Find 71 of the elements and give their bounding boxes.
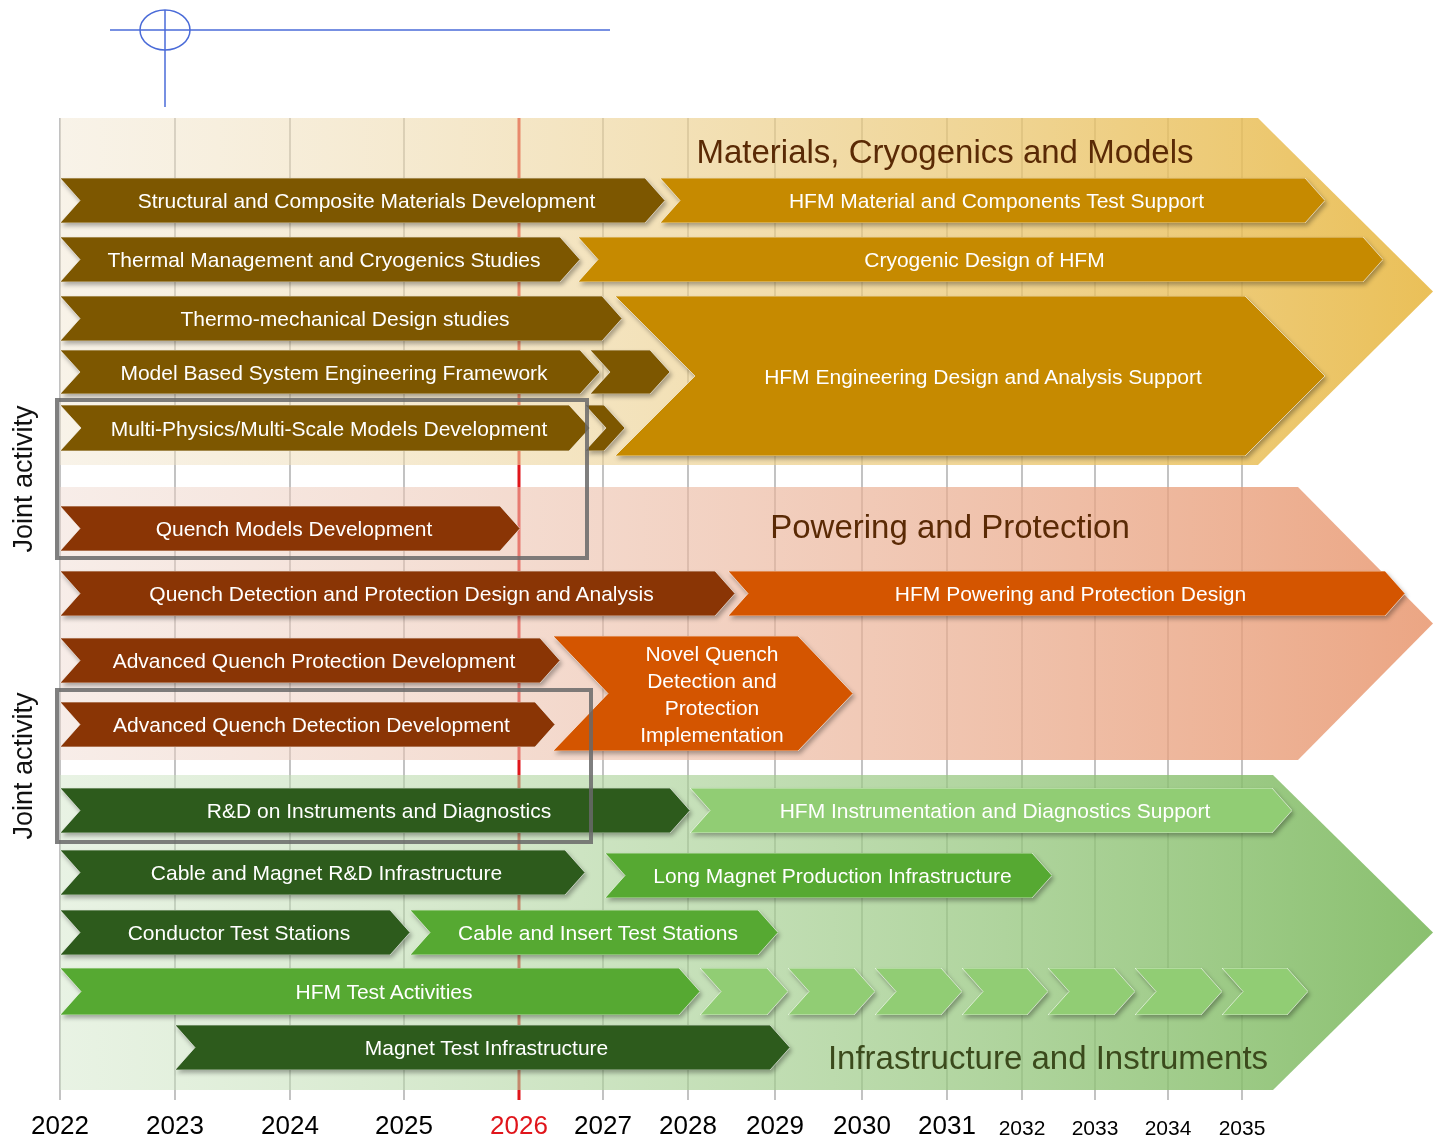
chevron-bar (60, 296, 622, 341)
chevron-bar (590, 350, 670, 394)
chevron-bar (1222, 968, 1308, 1015)
chevron-bar (175, 1025, 790, 1070)
bar-label: Long Magnet Production Infrastructure (653, 863, 1012, 889)
bar-label: HFM Engineering Design and Analysis Support (764, 363, 1202, 390)
bar-label: Structural and Composite Materials Development (137, 188, 596, 214)
bar-label: Novel Quench Detection and Protection Implementation (639, 640, 785, 748)
chevron-bar (605, 853, 1052, 898)
chevron-bar (875, 968, 962, 1015)
year-label: 2028 (659, 1110, 717, 1141)
chevron-bar (410, 910, 778, 955)
chevron-bar (788, 968, 875, 1015)
bar-label: Multi-Physics/Multi-Scale Models Development (110, 415, 548, 442)
band-title: Infrastructure and Instruments (827, 1039, 1269, 1077)
bar-label: HFM Powering and Protection Design (894, 581, 1247, 607)
bar-label: HFM Instrumentation and Diagnostics Support (779, 798, 1211, 824)
chevron-bar (1135, 968, 1222, 1015)
bar-label: Model Based System Engineering Framework (120, 359, 548, 386)
bar-label: Advanced Quench Protection Development (112, 648, 516, 674)
band-arrow (60, 775, 1433, 1090)
chevron-bar (660, 178, 1325, 223)
chevron-bar (690, 788, 1292, 833)
bar-label: HFM Material and Components Test Support (788, 188, 1205, 214)
chevron-bar (578, 237, 1383, 282)
bar-label: R&D on Instruments and Diagnostics (206, 798, 552, 824)
bar-label: Thermal Management and Cryogenics Studies (107, 247, 541, 273)
chevron-bar (728, 571, 1405, 616)
chevron-bar (60, 702, 555, 747)
band-title: Powering and Protection (770, 508, 1130, 546)
chevron-bar (60, 850, 585, 895)
chevron-bar (60, 638, 560, 683)
chevron-bar (1048, 968, 1135, 1015)
bar-label: Cable and Magnet R&D Infrastructure (150, 860, 503, 886)
year-label: 2022 (31, 1110, 89, 1141)
chevron-bar (962, 968, 1048, 1015)
chevron-bar (60, 178, 665, 223)
year-label: 2029 (746, 1110, 804, 1141)
bar-label: Thermo-mechanical Design studies (180, 306, 510, 332)
chevron-bar (60, 788, 690, 833)
chevron-bar (615, 296, 1325, 456)
chevron-bar (60, 506, 520, 551)
year-label: 2025 (375, 1110, 433, 1141)
frame-heading: Joint activity (7, 692, 39, 840)
frame-heading: Joint activity (7, 405, 39, 553)
year-label: 2032 (998, 1116, 1046, 1140)
bar-label: HFM Test Activities (295, 979, 473, 1005)
chevron-bar (60, 968, 700, 1015)
bar-label: Quench Models Development (155, 516, 433, 542)
chevron-bar (60, 571, 735, 616)
year-label: 2027 (574, 1110, 632, 1141)
year-label: 2035 (1218, 1116, 1266, 1140)
year-label: 2030 (833, 1110, 891, 1141)
year-label: 2033 (1071, 1116, 1119, 1140)
year-label: 2024 (261, 1110, 319, 1141)
year-label: 2026 (490, 1110, 548, 1141)
band-title: Materials, Cryogenics and Models (696, 133, 1194, 171)
year-label: 2031 (918, 1110, 976, 1141)
bar-label: Cryogenic Design of HFM (864, 247, 1105, 273)
chevron-bar (700, 968, 788, 1015)
bar-label: Conductor Test Stations (127, 920, 351, 946)
band-arrow (60, 118, 1433, 465)
chevron-bar (60, 910, 410, 955)
year-label: 2023 (146, 1110, 204, 1141)
bar-label: Cable and Insert Test Stations (458, 920, 738, 946)
bar-label: Magnet Test Infrastructure (364, 1035, 609, 1061)
chevron-bar (553, 636, 853, 751)
year-label: 2034 (1144, 1116, 1192, 1140)
chevron-bar (60, 237, 580, 282)
bar-label: Quench Detection and Protection Design and Analysis (149, 581, 654, 607)
bar-label: Advanced Quench Detection Development (113, 712, 510, 738)
